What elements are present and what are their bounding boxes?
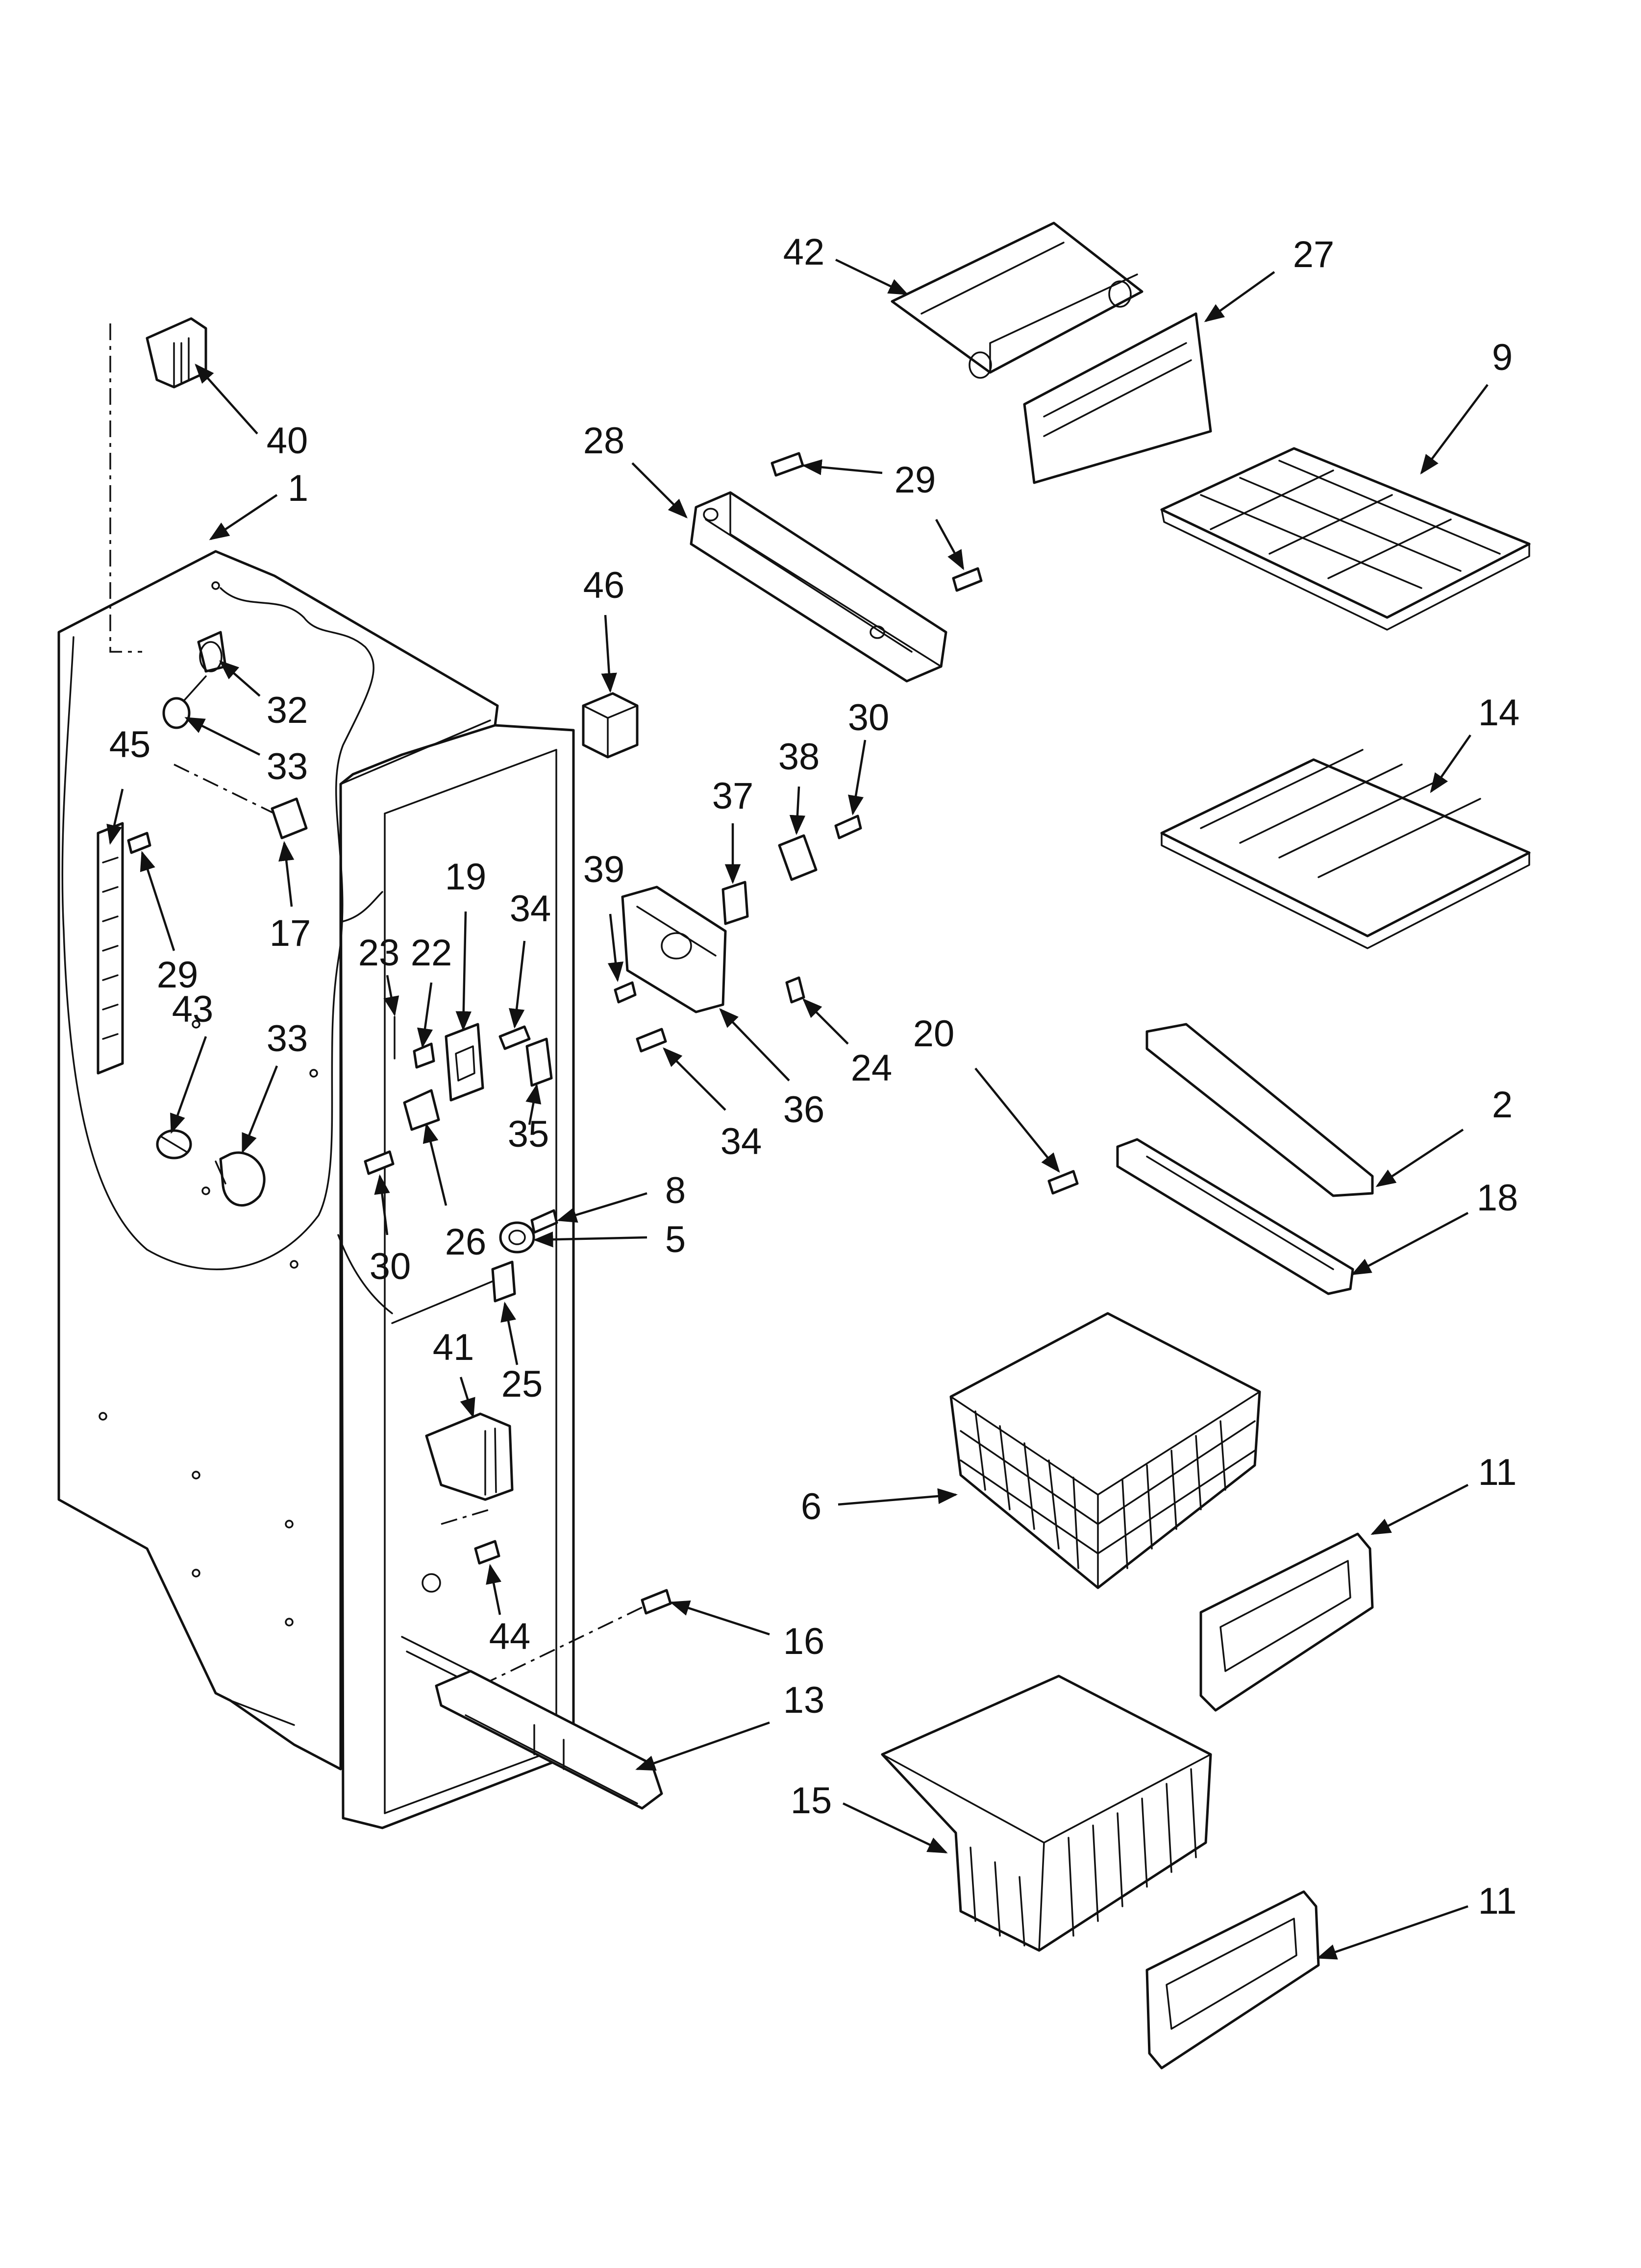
part-30-screw-right (834, 814, 862, 839)
part-9-wire-shelf (1160, 447, 1531, 631)
part-26-board (403, 1089, 440, 1131)
part-29-screw-duct-2 (952, 567, 983, 592)
part-22-clip (413, 1042, 435, 1069)
callout-33-lower: 33 (267, 1018, 308, 1060)
part-43-socket (156, 1129, 192, 1159)
callout-1: 1 (288, 468, 308, 509)
part-8-screw (530, 1209, 558, 1234)
callout-30-right: 30 (848, 697, 890, 739)
callout-5: 5 (665, 1219, 686, 1260)
callout-46: 46 (583, 565, 625, 606)
callout-29-duct: 29 (895, 459, 936, 501)
callout-29-left: 29 (157, 954, 199, 996)
part-11-drawer-front-upper (1199, 1532, 1374, 1712)
callout-18: 18 (1477, 1177, 1518, 1219)
callout-43: 43 (172, 988, 214, 1030)
part-30-screw-left (364, 1150, 395, 1175)
part-18-rail (1116, 1138, 1354, 1295)
callout-20: 20 (913, 1013, 955, 1055)
part-34-screw-lower (636, 1028, 667, 1053)
part-5-knob (499, 1221, 535, 1254)
callout-25: 25 (501, 1363, 543, 1405)
callout-32: 32 (267, 690, 308, 731)
part-35-bracket (525, 1037, 553, 1087)
callout-27: 27 (1293, 234, 1335, 275)
callout-36: 36 (783, 1089, 825, 1131)
callout-35: 35 (508, 1113, 549, 1155)
callout-19: 19 (445, 856, 487, 898)
part-2-trim (1145, 1023, 1374, 1197)
callout-24: 24 (851, 1047, 893, 1089)
callout-33-upper: 33 (267, 746, 308, 788)
callout-23: 23 (358, 932, 400, 974)
callout-37: 37 (712, 775, 754, 817)
part-13-bottom-trim (435, 1670, 663, 1810)
callout-11-lower: 11 (1478, 1880, 1517, 1922)
part-42-hinge-cover (891, 222, 1144, 379)
part-34-screw-upper (498, 1025, 531, 1050)
callout-2: 2 (1492, 1084, 1513, 1126)
liner-holes (99, 581, 441, 1627)
part-29-screw-left (127, 832, 151, 854)
part-28-air-duct (690, 491, 947, 683)
callout-15: 15 (791, 1780, 832, 1822)
callout-22: 22 (411, 932, 452, 974)
part-36-control-bracket (621, 886, 727, 1013)
part-17-bracket (174, 764, 308, 839)
part-32-lamp-socket (197, 631, 227, 673)
callout-26: 26 (445, 1221, 487, 1263)
callout-6: 6 (801, 1486, 821, 1528)
part-15-wire-basket-lower (881, 1675, 1212, 1952)
part-11-drawer-front-lower (1145, 1890, 1320, 2070)
callout-labels: 40 1 32 33 45 29 17 43 33 19 34 23 22 35… (109, 231, 1520, 1922)
leader-lines (106, 258, 1489, 1960)
part-44-screw (474, 1540, 500, 1565)
callout-34-lower: 34 (721, 1121, 762, 1162)
part-40-clip (109, 317, 207, 653)
part-37-clip (721, 881, 749, 925)
callout-30-left: 30 (370, 1246, 411, 1287)
part-6-wire-basket-upper (949, 1312, 1261, 1589)
callout-9: 9 (1492, 337, 1513, 378)
part-20-screw (1047, 1170, 1079, 1195)
part-14-shelf (1160, 749, 1531, 949)
part-19-control-housing (445, 1023, 484, 1102)
callout-16: 16 (783, 1621, 825, 1662)
callout-40: 40 (267, 420, 308, 462)
callout-17: 17 (270, 912, 311, 954)
callout-39: 39 (583, 849, 625, 890)
part-38-board (778, 834, 818, 881)
callout-8: 8 (665, 1170, 686, 1211)
part-46-bracket (582, 692, 639, 759)
callout-34-upper: 34 (510, 888, 551, 930)
part-24-spacer (785, 976, 805, 1004)
part-33-bulb-upper (162, 675, 207, 729)
callout-28: 28 (583, 420, 625, 462)
callout-44: 44 (489, 1616, 531, 1657)
part-25-switch (491, 1260, 516, 1303)
part-33-bulb-lower (215, 1151, 266, 1207)
part-29-screw-duct-1 (771, 452, 804, 477)
callout-41: 41 (433, 1327, 474, 1368)
callout-45: 45 (109, 724, 151, 765)
callout-38: 38 (778, 736, 820, 778)
callout-11-upper: 11 (1478, 1452, 1517, 1493)
part-45-light-shield (97, 822, 124, 1075)
part-27-vent-cover (1023, 312, 1212, 484)
freezer-liner (57, 550, 575, 1829)
callout-13: 13 (783, 1679, 825, 1721)
part-41-cover (425, 1412, 514, 1525)
callout-42: 42 (783, 231, 825, 273)
part-39-screw (614, 981, 637, 1004)
callout-14: 14 (1478, 692, 1520, 734)
